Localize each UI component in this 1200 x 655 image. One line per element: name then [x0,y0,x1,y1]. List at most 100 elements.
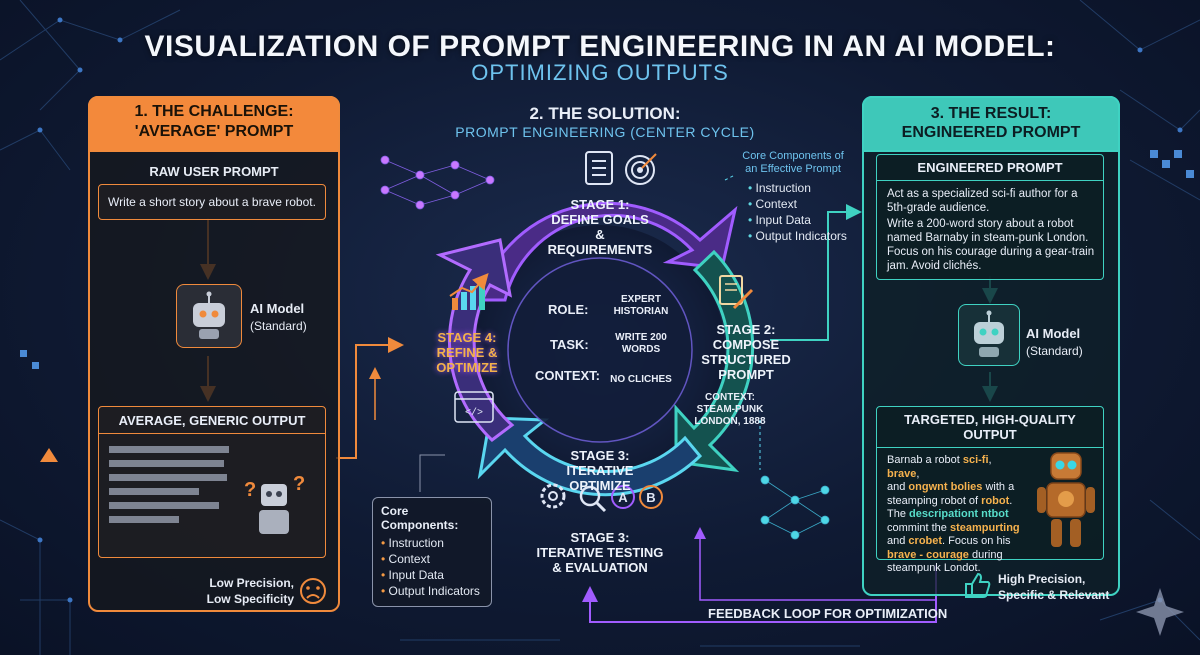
stage3b-line1: STAGE 3: [570,530,630,545]
context-note: CONTEXT: STEAM-PUNK LONDON, 1888 [690,392,770,428]
triangle-icon [40,448,58,462]
high-precision-line2: Specific & Relevant [998,588,1110,602]
stage3a-line1: STAGE 3: [570,448,630,463]
core-components-bottom: Core Components: Instruction Context Inp… [372,497,492,607]
center-role-value: EXPERT HISTORIAN [606,294,676,318]
core-top-title-line1: Core Components of [742,150,844,162]
center-context-label: CONTEXT: [535,368,600,383]
solution-heading-line1: 2. THE SOLUTION: [529,104,681,123]
core-top-item: Input Data [748,212,848,228]
stage4-line3: OPTIMIZE [436,360,498,375]
model-name-right: AI Model [1026,326,1081,341]
core-top-item: Instruction [748,180,848,196]
stage1-line3: REQUIREMENTS [547,242,653,257]
core-top-item: Context [748,196,848,212]
core-bottom-item: Context [381,551,491,567]
stage4-line1: STAGE 4: [437,330,497,345]
core-bottom-list: Instruction Context Input Data Output In… [373,535,491,599]
center-context-value: NO CLICHES [610,374,672,385]
stage3b-line2: ITERATIVE TESTING [536,545,664,560]
svg-text:?: ? [293,473,305,495]
target-icon [625,153,657,185]
steampunk-robot-icon [1037,452,1095,547]
center-task-value-line1: WRITE 200 [615,332,667,343]
stage2-label: STAGE 2: COMPOSE STRUCTURED PROMPT [698,322,794,382]
sad-face-icon [300,578,326,604]
ab-label-b: B [646,490,655,505]
center-task-value: WRITE 200 WORDS [606,332,676,356]
confused-robot-icon: ? ? [244,473,305,534]
stage3b-label: STAGE 3: ITERATIVE TESTING & EVALUATION [520,530,680,575]
challenge-heading: 1. THE CHALLENGE: 'AVERAGE' PROMPT [88,96,340,152]
center-role-label: ROLE: [548,302,589,317]
generic-output-box: AVERAGE, GENERIC OUTPUT ? ? [98,406,326,558]
document-pen-icon [719,275,754,310]
ab-test-icon: A B [611,485,663,509]
gear-icon [540,483,566,509]
low-precision-line1: Low Precision, [209,576,294,590]
core-bottom-item: Output Indicators [381,583,491,599]
robot-icon-right [958,304,1020,366]
generic-output-label: AVERAGE, GENERIC OUTPUT [99,407,325,434]
svg-text:</>: </> [465,407,483,419]
core-bottom-title: Core Components: [381,504,459,532]
context-note-line1: CONTEXT: [705,392,755,403]
core-top-title-line2: an Effective Prompt [745,163,841,175]
code-window-icon: </> [454,391,494,423]
center-task-value-line2: WORDS [621,344,661,355]
result-heading-line2: ENGINEERED PROMPT [901,124,1081,141]
engineered-prompt-p1: Act as a specialized sci-fi author for a… [887,188,1078,214]
core-bottom-item: Input Data [381,567,491,583]
core-top-list: Instruction Context Input Data Output In… [738,180,848,244]
stage1-line2: DEFINE GOALS & [551,212,649,242]
targeted-output-text: Barnab a robot sci-fi, brave, and ongwnt… [887,454,1020,574]
core-top-title: Core Components of an Effective Prompt [738,150,848,176]
neural-network-icon-left [380,155,495,210]
targeted-output-box: TARGETED, HIGH-QUALITY OUTPUT Barnab a r… [876,406,1104,574]
center-role-value-line2: HISTORIAN [613,306,669,317]
stage2-line1: STAGE 2: [716,322,776,337]
growth-chart-icon [449,272,489,310]
challenge-panel: 1. THE CHALLENGE: 'AVERAGE' PROMPT RAW U… [88,96,340,612]
sparkle-icon [1136,588,1184,636]
cycle-segment-stage3 [477,416,703,497]
stage2-line2: COMPOSE [712,337,780,352]
high-precision-line1: High Precision, [998,572,1086,586]
checklist-icon [585,151,613,185]
targeted-output-label: TARGETED, HIGH-QUALITY OUTPUT [877,407,1103,448]
stage1-label: STAGE 1: DEFINE GOALS & REQUIREMENTS [545,197,655,257]
page-title: VISUALIZATION OF PROMPT ENGINEERING IN A… [144,30,1056,63]
result-heading: 3. THE RESULT: ENGINEERED PROMPT [862,96,1120,152]
stage2-line3: STRUCTURED [701,352,791,367]
neural-network-icon-right [760,475,830,540]
center-role-value-line1: EXPERT [620,294,661,305]
feedback-loop-label: FEEDBACK LOOP FOR OPTIMIZATION [708,606,948,621]
ab-label-a: A [618,490,628,505]
low-precision-line2: Low Specificity [206,592,294,606]
solution-heading-line2: PROMPT ENGINEERING (CENTER CYCLE) [455,124,755,140]
engineered-prompt-label: ENGINEERED PROMPT [877,155,1103,181]
robot-icon [176,284,242,348]
stage3a-line2: ITERATIVE OPTIMIZE [566,463,634,493]
result-heading-line1: 3. THE RESULT: [930,105,1052,122]
context-note-line3: LONDON, 1888 [694,416,766,427]
context-note-line2: STEAM-PUNK [696,404,764,415]
model-type-left: (Standard) [250,319,307,333]
magnifier-icon [579,485,607,513]
stage4-label: STAGE 4: REFINE & OPTIMIZE [422,330,512,375]
challenge-heading-line2: 'AVERAGE' PROMPT [134,123,294,140]
stage1-line1: STAGE 1: [570,197,630,212]
page-subtitle: OPTIMIZING OUTPUTS [471,60,729,85]
result-panel: 3. THE RESULT: ENGINEERED PROMPT ENGINEE… [862,96,1120,602]
core-components-top: Core Components of an Effective Prompt I… [738,150,848,244]
raw-prompt-text: Write a short story about a brave robot. [108,195,316,209]
center-task-label: TASK: [550,337,589,352]
stage4-line2: REFINE & [436,345,498,360]
arrow-challenge-to-cycle [336,337,404,459]
raw-prompt-label: RAW USER PROMPT [149,164,279,179]
thumbs-up-icon [965,572,991,598]
core-top-item: Output Indicators [748,228,848,244]
stage3a-label: STAGE 3: ITERATIVE OPTIMIZE [540,448,660,493]
